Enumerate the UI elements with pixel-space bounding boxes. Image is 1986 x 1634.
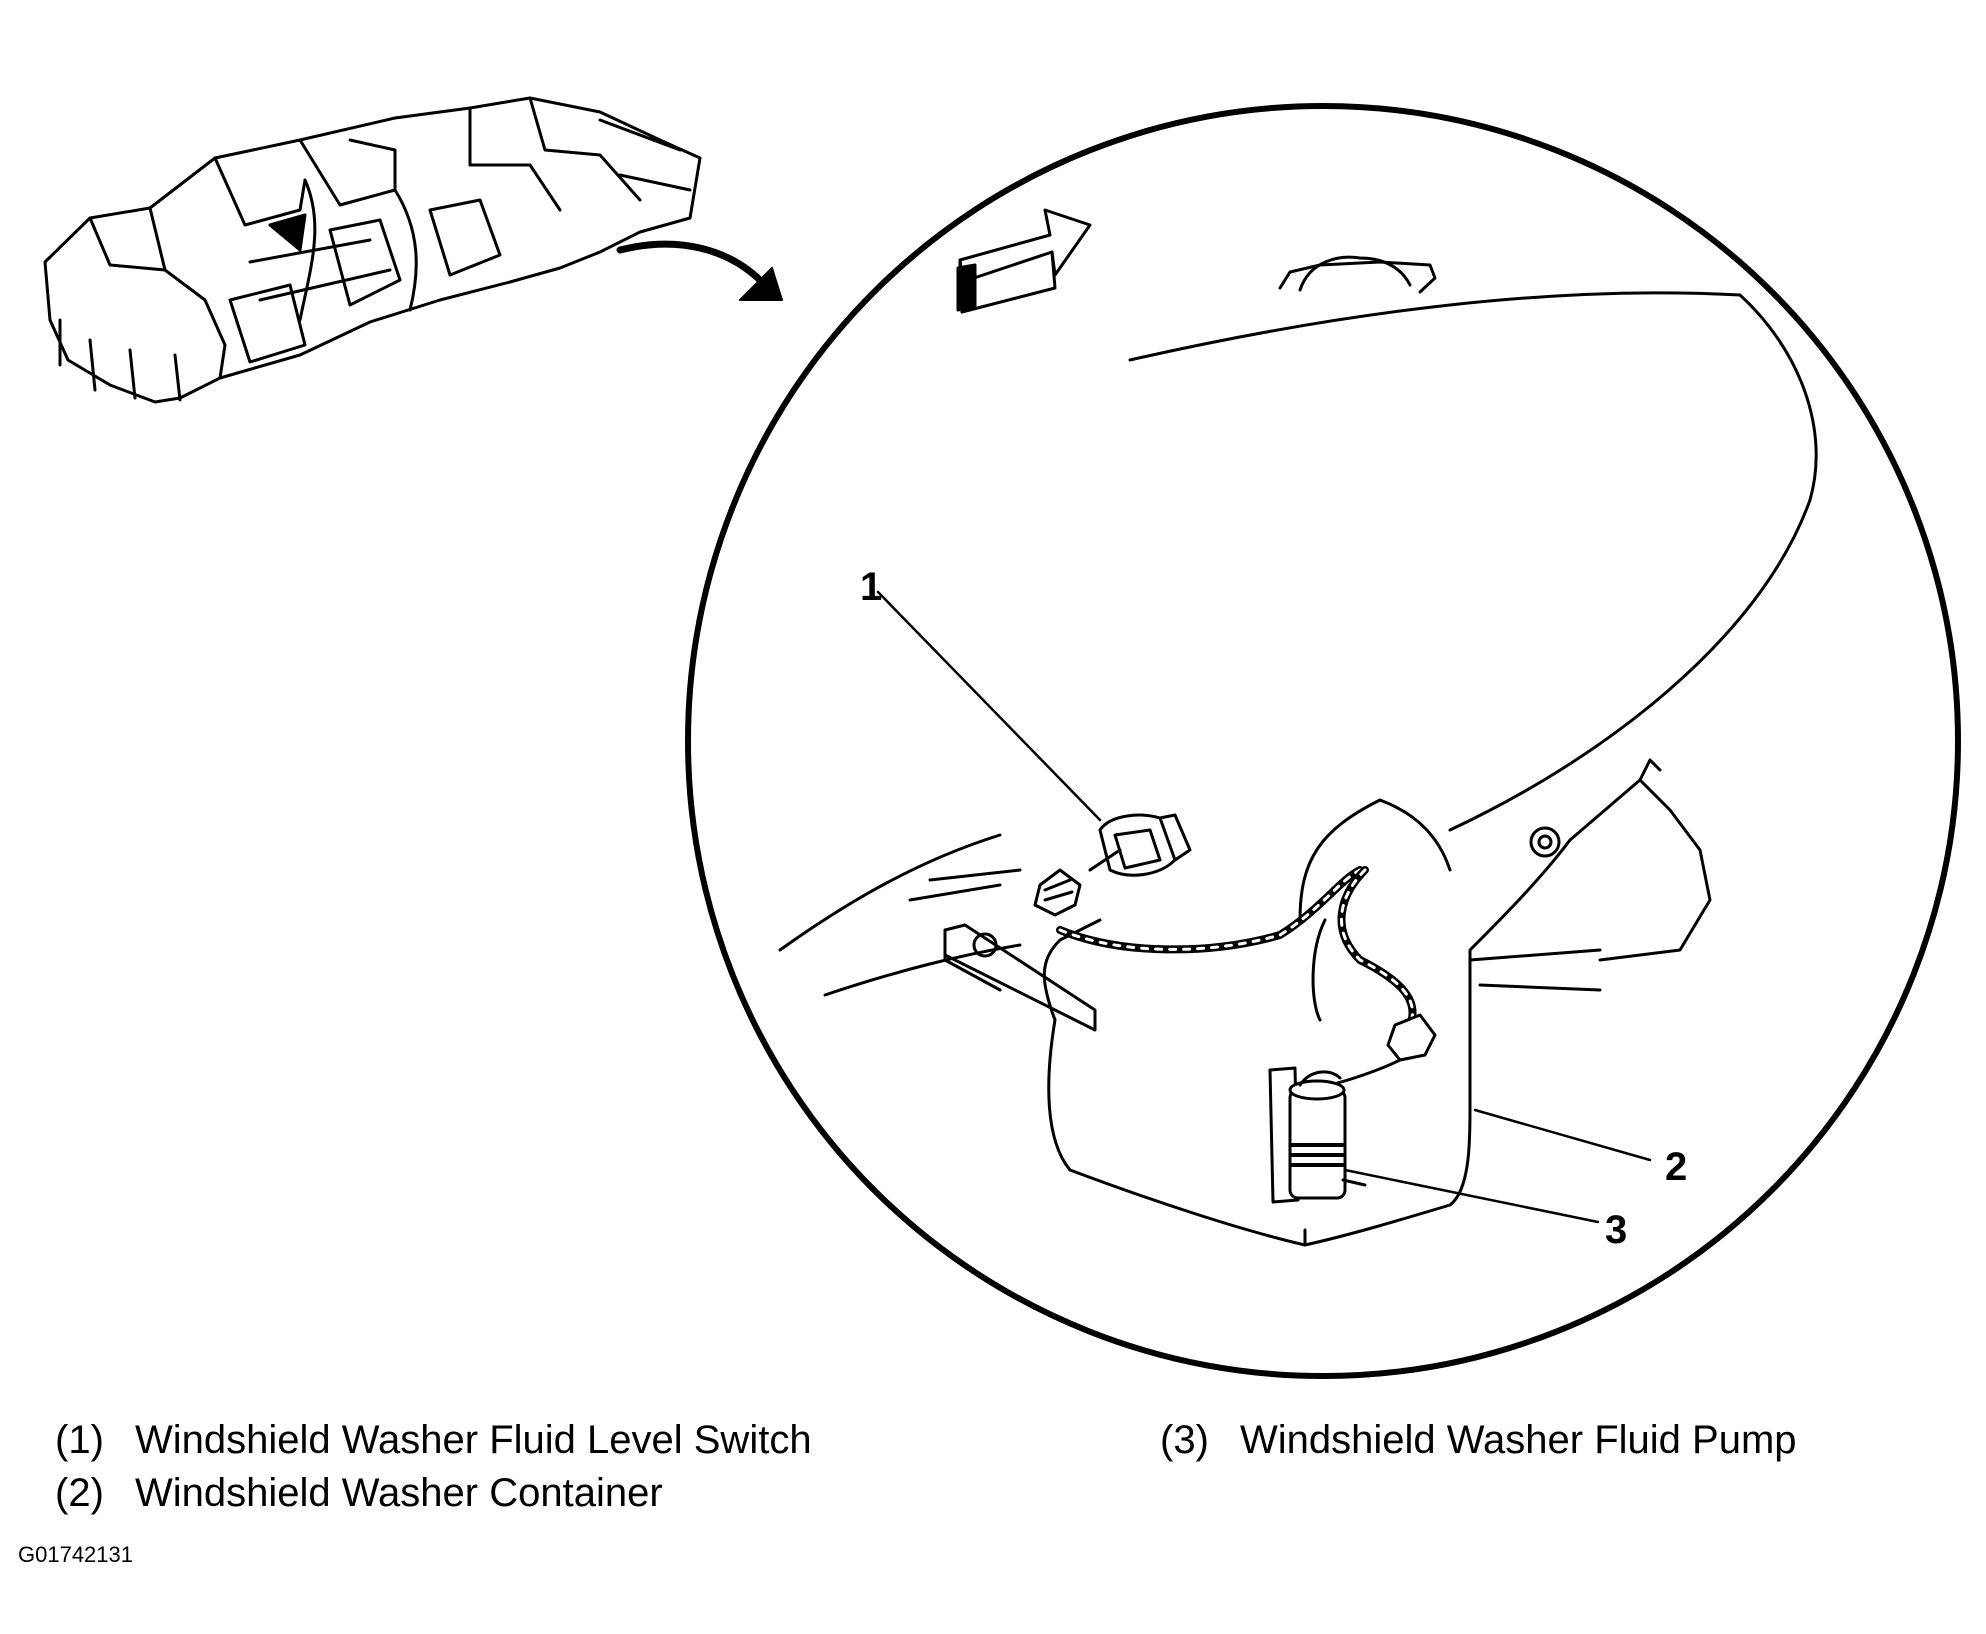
legend-label: Windshield Washer Fluid Pump: [1240, 1418, 1797, 1462]
washer-container: [1042, 758, 1712, 1247]
legend-number: (1): [55, 1418, 104, 1462]
washer-fluid-pump: [1268, 1066, 1367, 1204]
location-arrow: [616, 240, 783, 301]
leader-lines: [876, 590, 1652, 1224]
callout-3: 3: [1605, 1208, 1627, 1252]
figure-id: G01742131: [18, 1542, 133, 1567]
mounting-bracket: [778, 833, 1097, 1032]
detail-view-circle: [685, 103, 1961, 1379]
callout-1: 1: [860, 565, 882, 609]
wiring-harness: [1056, 866, 1437, 1087]
fluid-level-switch: [1033, 813, 1192, 917]
legend-item-3: (3) Windshield Washer Fluid Pump: [1160, 1418, 1797, 1463]
legend-number: (2): [55, 1471, 104, 1515]
legend-label: Windshield Washer Fluid Level Switch: [135, 1418, 812, 1462]
legend-number: (3): [1160, 1418, 1209, 1462]
legend-item-2: (2) Windshield Washer Container: [55, 1471, 663, 1516]
legend-item-1: (1) Windshield Washer Fluid Level Switch: [55, 1418, 812, 1463]
fender-outline: [1128, 255, 1818, 832]
callout-2: 2: [1665, 1145, 1687, 1189]
vehicle-front-direction-arrow: [956, 208, 1092, 314]
legend-label: Windshield Washer Container: [135, 1471, 663, 1515]
vehicle-body-overview: [43, 96, 702, 404]
